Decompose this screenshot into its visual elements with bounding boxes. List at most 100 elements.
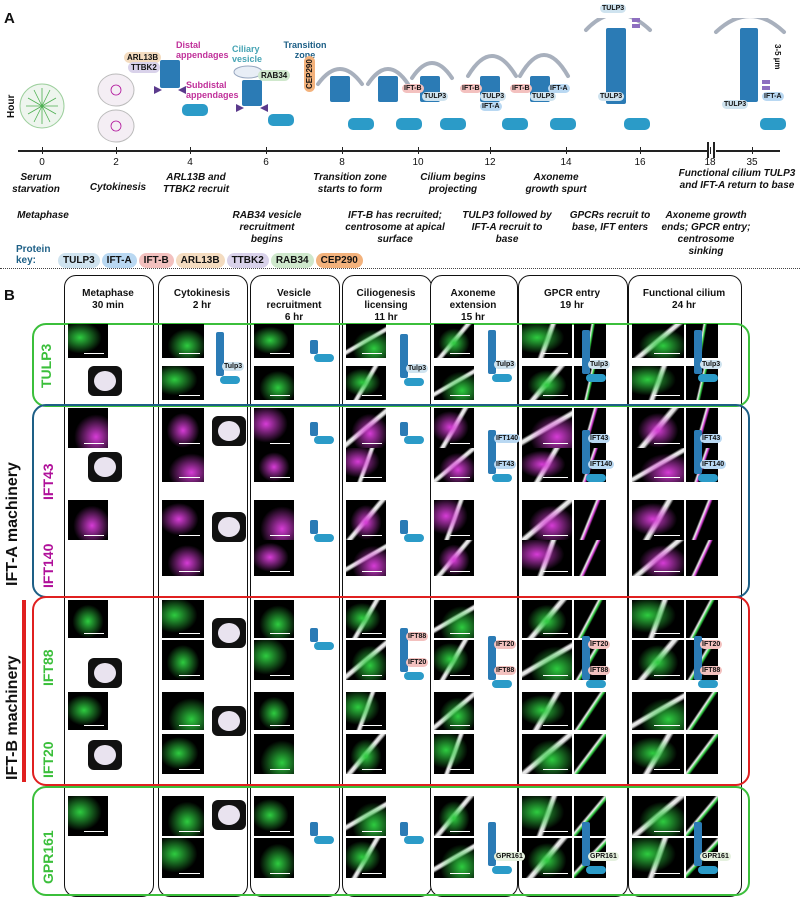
- micrograph: [632, 448, 684, 482]
- scale-bar: [362, 831, 382, 832]
- scale-bar: [179, 831, 200, 832]
- cell-shape: [218, 805, 240, 825]
- scale-bar: [654, 769, 680, 770]
- basal-body: [314, 354, 334, 362]
- micrograph: [522, 448, 572, 482]
- scale-bar: [543, 675, 568, 676]
- micrograph: [632, 692, 684, 730]
- row-label-gpr161: GPR161: [40, 830, 56, 884]
- scale-bar: [450, 769, 470, 770]
- event-label: GPCRs recruit to base, IFT enters: [569, 210, 651, 233]
- scale-bar: [362, 571, 382, 572]
- micrograph: [254, 640, 294, 680]
- micrograph: [434, 692, 474, 730]
- scale-bar: [543, 725, 568, 726]
- scale-bar: [543, 831, 568, 832]
- scale-bar: [84, 443, 104, 444]
- axis-tick-label: 14: [560, 157, 572, 168]
- scale-bar: [450, 725, 470, 726]
- scale-bar: [450, 477, 470, 478]
- cell-division-schematic: [212, 618, 246, 648]
- axis-tick-label: 0: [39, 157, 45, 168]
- protein-tag: IFT43: [494, 460, 517, 469]
- scale-bar: [362, 395, 382, 396]
- scale-bar: [270, 535, 290, 536]
- micrograph: [254, 448, 294, 482]
- label-subdistal-appendages: Subdistal appendages: [186, 80, 239, 100]
- event-label: RAB34 vesicle recruitment begins: [232, 210, 302, 245]
- micrograph: [434, 734, 474, 774]
- axis-break-right: [713, 142, 715, 158]
- machinery-label-ift-b: IFT-B machinery: [4, 655, 21, 780]
- micrograph: [346, 640, 386, 680]
- micrograph: [434, 838, 474, 878]
- micrograph: [162, 640, 204, 680]
- micrograph: [346, 366, 386, 400]
- axis-tick-label: 18: [704, 157, 716, 168]
- scale-bar: [270, 675, 290, 676]
- protein-tag: GPR161: [588, 852, 619, 861]
- scale-bar: [179, 477, 200, 478]
- cilium-axoneme: [582, 430, 590, 474]
- micrograph: [434, 500, 474, 540]
- cilium-axoneme: [582, 636, 590, 680]
- scale-bar: [543, 769, 568, 770]
- micrograph: [574, 540, 606, 576]
- scale-bar: [450, 353, 470, 354]
- scale-bar: [84, 535, 104, 536]
- basal-body: [698, 866, 718, 874]
- protein-tag: IFT43: [700, 434, 723, 443]
- scale-bar: [543, 477, 568, 478]
- timeline-axis-extension: [716, 150, 780, 152]
- cilium-axoneme: [488, 330, 496, 374]
- micrograph: [632, 366, 684, 400]
- timeline-axis: [18, 150, 708, 152]
- tag-iftb-10: IFT-B: [402, 84, 424, 93]
- tag-iftb-12: IFT-B: [460, 84, 482, 93]
- event-label: ARL13B and TTBK2 recruit: [162, 172, 230, 195]
- scale-bar: [543, 873, 568, 874]
- cilium-axoneme: [694, 430, 702, 474]
- axis-tick-label: 2: [113, 157, 119, 168]
- protein-tag: IFT88: [494, 666, 517, 675]
- cell-division-schematic: [212, 512, 246, 542]
- micrograph: [632, 600, 684, 638]
- column-time: 30 min: [92, 300, 124, 311]
- micrograph: [632, 838, 684, 878]
- cilium-axoneme: [488, 430, 496, 474]
- event-label: TULP3 followed by IFT-A recruit to base: [462, 210, 552, 245]
- scale-bar: [450, 633, 470, 634]
- column-time: 15 hr: [461, 312, 485, 323]
- basal-body: [698, 680, 718, 688]
- cilium-axoneme: [310, 422, 318, 436]
- micrograph: [574, 324, 606, 358]
- protein-tag: Tulp3: [494, 360, 517, 369]
- scale-bar: [362, 535, 382, 536]
- micrograph: [346, 448, 386, 482]
- micrograph: [522, 838, 572, 878]
- cilium-length-label: 3-5 µm: [773, 44, 782, 70]
- cell-shape: [94, 457, 116, 477]
- micrograph: [632, 540, 684, 576]
- axis-tick-label: 16: [634, 157, 646, 168]
- micrograph: [686, 796, 718, 836]
- scale-bar: [450, 873, 470, 874]
- protein-tag: IFT88: [588, 666, 611, 675]
- label-ciliary-vesicle: Ciliary vesicle: [232, 44, 263, 64]
- scale-bar: [270, 443, 290, 444]
- basal-body: [404, 534, 424, 542]
- micrograph: [434, 796, 474, 836]
- micrograph: [686, 540, 718, 576]
- micrograph: [686, 366, 718, 400]
- micrograph: [162, 692, 204, 730]
- axis-tick-label: 6: [263, 157, 269, 168]
- protein-key-item: IFT-B: [138, 253, 174, 268]
- scale-bar: [654, 633, 680, 634]
- cell-shape: [94, 745, 116, 765]
- label-distal-appendages: Distal appendages: [176, 40, 229, 60]
- micrograph: [632, 640, 684, 680]
- scale-bar: [179, 769, 200, 770]
